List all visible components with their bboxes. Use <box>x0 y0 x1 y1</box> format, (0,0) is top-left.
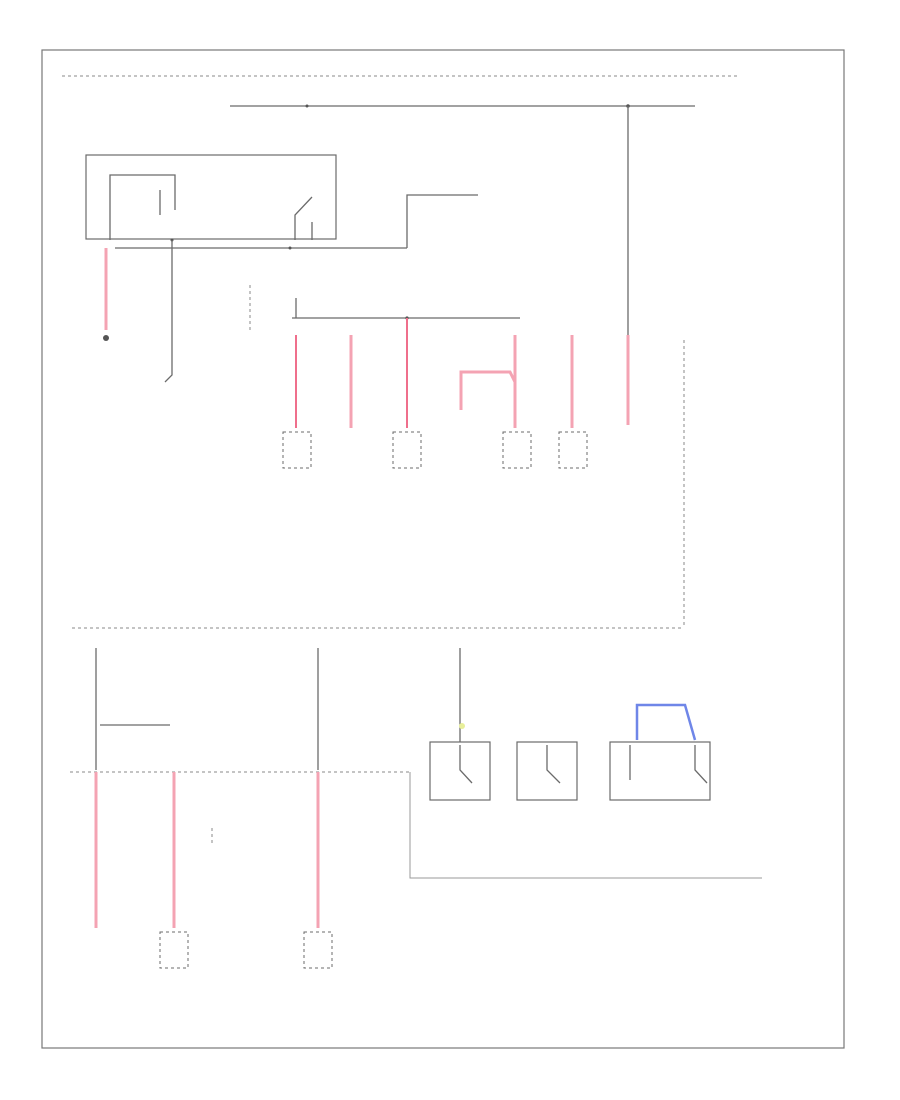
ground-node <box>103 335 109 341</box>
signal-wire <box>164 240 173 383</box>
junction-node <box>288 246 292 250</box>
relay-box-2 <box>429 741 491 801</box>
relay-switch <box>294 196 313 240</box>
feed-wire-4 <box>459 370 517 410</box>
relay-switch-2 <box>459 745 473 784</box>
blue-wire <box>635 703 697 741</box>
relay-coil <box>109 174 176 240</box>
bus-node <box>305 104 309 108</box>
relay-box-3 <box>516 741 578 801</box>
relay-box-4 <box>609 741 711 801</box>
relay-output-wire <box>406 194 478 248</box>
lower-right-boundary <box>409 772 762 879</box>
relay-box <box>85 154 337 240</box>
diagram-frame <box>41 49 845 1049</box>
connector-group-top <box>282 431 588 469</box>
relay-switch-4 <box>694 745 708 784</box>
relay-switch-3 <box>546 745 561 784</box>
indicator-marker <box>459 723 465 729</box>
connector-group-bottom <box>159 931 333 969</box>
